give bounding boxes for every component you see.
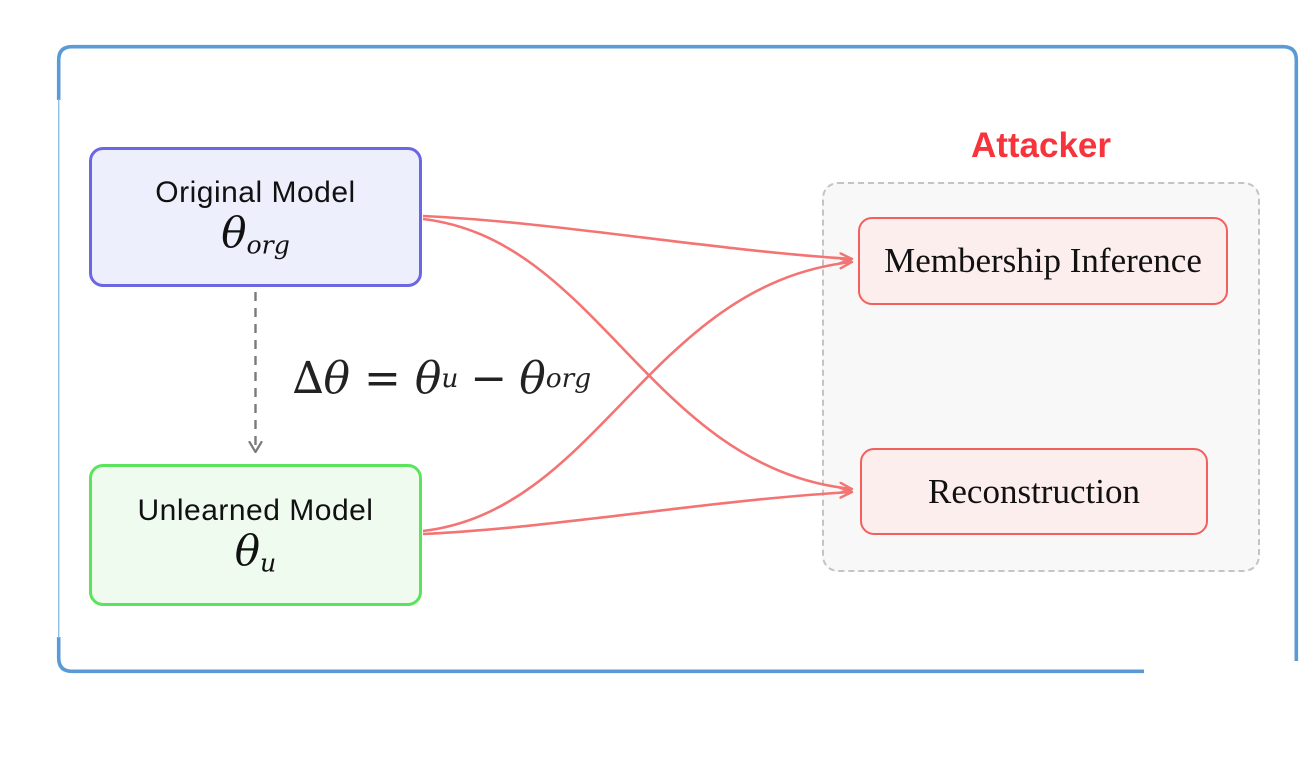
theta-org-symbol: θ xyxy=(519,352,546,404)
arrow-unlearned-to-reconstruction xyxy=(422,492,852,536)
theta-org-subscript: org xyxy=(545,362,592,394)
delta-symbol: ∆ xyxy=(292,352,324,404)
original-model-label: Original Model xyxy=(155,175,356,209)
theta-symbol: θ xyxy=(234,525,261,575)
unlearned-model-label: Unlearned Model xyxy=(137,493,374,527)
theta-subscript: org xyxy=(246,229,290,259)
theta-u-subscript: u xyxy=(441,362,459,394)
minus-sign: − xyxy=(470,352,508,404)
theta-subscript: u xyxy=(260,547,277,577)
theta-u-symbol: θ xyxy=(414,352,442,404)
unlearned-model-symbol: θu xyxy=(234,525,277,577)
theta-symbol: θ xyxy=(221,207,247,257)
membership-inference-label: Membership Inference xyxy=(884,241,1202,280)
theta-symbol: θ xyxy=(323,352,351,404)
reconstruction-label: Reconstruction xyxy=(928,471,1140,511)
membership-inference-box: Membership Inference xyxy=(858,217,1228,305)
equals-sign: = xyxy=(364,352,401,404)
unlearned-model-box: Unlearned Model θu xyxy=(89,464,422,606)
attacker-title: Attacker xyxy=(970,126,1112,165)
original-model-box: Original Model θorg xyxy=(89,147,422,287)
reconstruction-box: Reconstruction xyxy=(860,448,1208,535)
outer-frame-bottom-left-border xyxy=(56,637,1144,674)
arrow-original-to-membership xyxy=(422,214,852,259)
original-model-symbol: θorg xyxy=(221,207,290,259)
